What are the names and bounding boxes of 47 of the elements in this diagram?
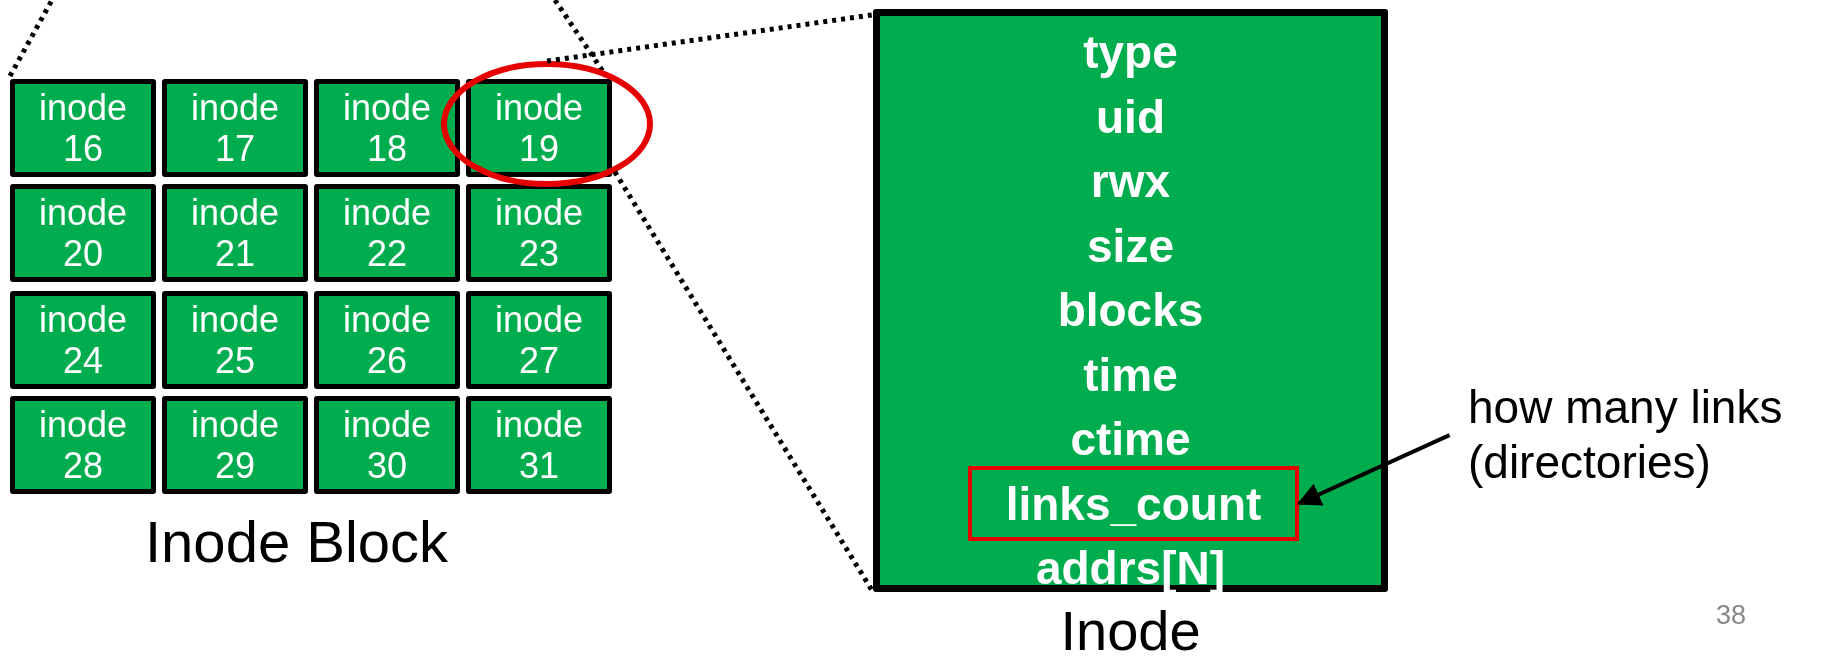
cell-label: inode 20 xyxy=(37,191,129,275)
field-name: time xyxy=(1082,347,1179,403)
cell-label: inode 17 xyxy=(189,86,281,170)
cell-label: inode 29 xyxy=(189,403,281,487)
field-name: size xyxy=(1086,218,1175,274)
box-caption: Inode xyxy=(1060,598,1201,662)
cell-label: inode 19 xyxy=(493,86,585,170)
cell-label: inode 24 xyxy=(37,298,129,382)
inode-cell xyxy=(466,291,612,389)
cell-label: inode 25 xyxy=(189,298,281,382)
zoom-guide-line xyxy=(546,12,874,64)
inode-cell xyxy=(10,79,156,177)
inode-cell xyxy=(162,291,308,389)
cell-label: inode 26 xyxy=(341,298,433,382)
arrow xyxy=(1296,433,1451,506)
inode-structure-box xyxy=(873,9,1388,592)
field-name: rwx xyxy=(1089,154,1172,209)
field-name: addrs[N] xyxy=(1034,541,1227,596)
cell-label: inode 28 xyxy=(37,403,129,487)
inode-cell xyxy=(162,396,308,494)
cell-label: inode 16 xyxy=(37,86,129,170)
inode-cell xyxy=(162,79,308,177)
inode-cell xyxy=(314,291,460,389)
field-name: type xyxy=(1082,25,1179,80)
highlighted-field: links_count xyxy=(968,466,1299,541)
block-caption: Inode Block xyxy=(145,508,449,575)
inode-cell xyxy=(314,396,460,494)
field-name: uid xyxy=(1095,89,1166,145)
cell-label: inode 27 xyxy=(493,298,585,382)
cell-label: inode 21 xyxy=(189,191,281,275)
cell-label: inode 30 xyxy=(341,403,433,487)
inode-cell xyxy=(10,396,156,494)
inode-cell xyxy=(314,184,460,282)
inode-cell xyxy=(162,184,308,282)
cell-label: inode 23 xyxy=(493,191,585,275)
field-name: blocks xyxy=(1056,283,1205,338)
cell-label: inode 31 xyxy=(493,403,585,487)
page-number: 38 xyxy=(1716,600,1747,631)
cell-label: inode 22 xyxy=(341,191,433,275)
inode-cell xyxy=(10,291,156,389)
inode-cell xyxy=(466,396,612,494)
inode-cell xyxy=(10,184,156,282)
inode-cell xyxy=(314,79,460,177)
annotation-text: how many links (directories) xyxy=(1468,380,1838,491)
field-name: ctime xyxy=(1069,412,1192,467)
cell-label: inode 18 xyxy=(341,86,433,170)
inode-cell xyxy=(466,184,612,282)
